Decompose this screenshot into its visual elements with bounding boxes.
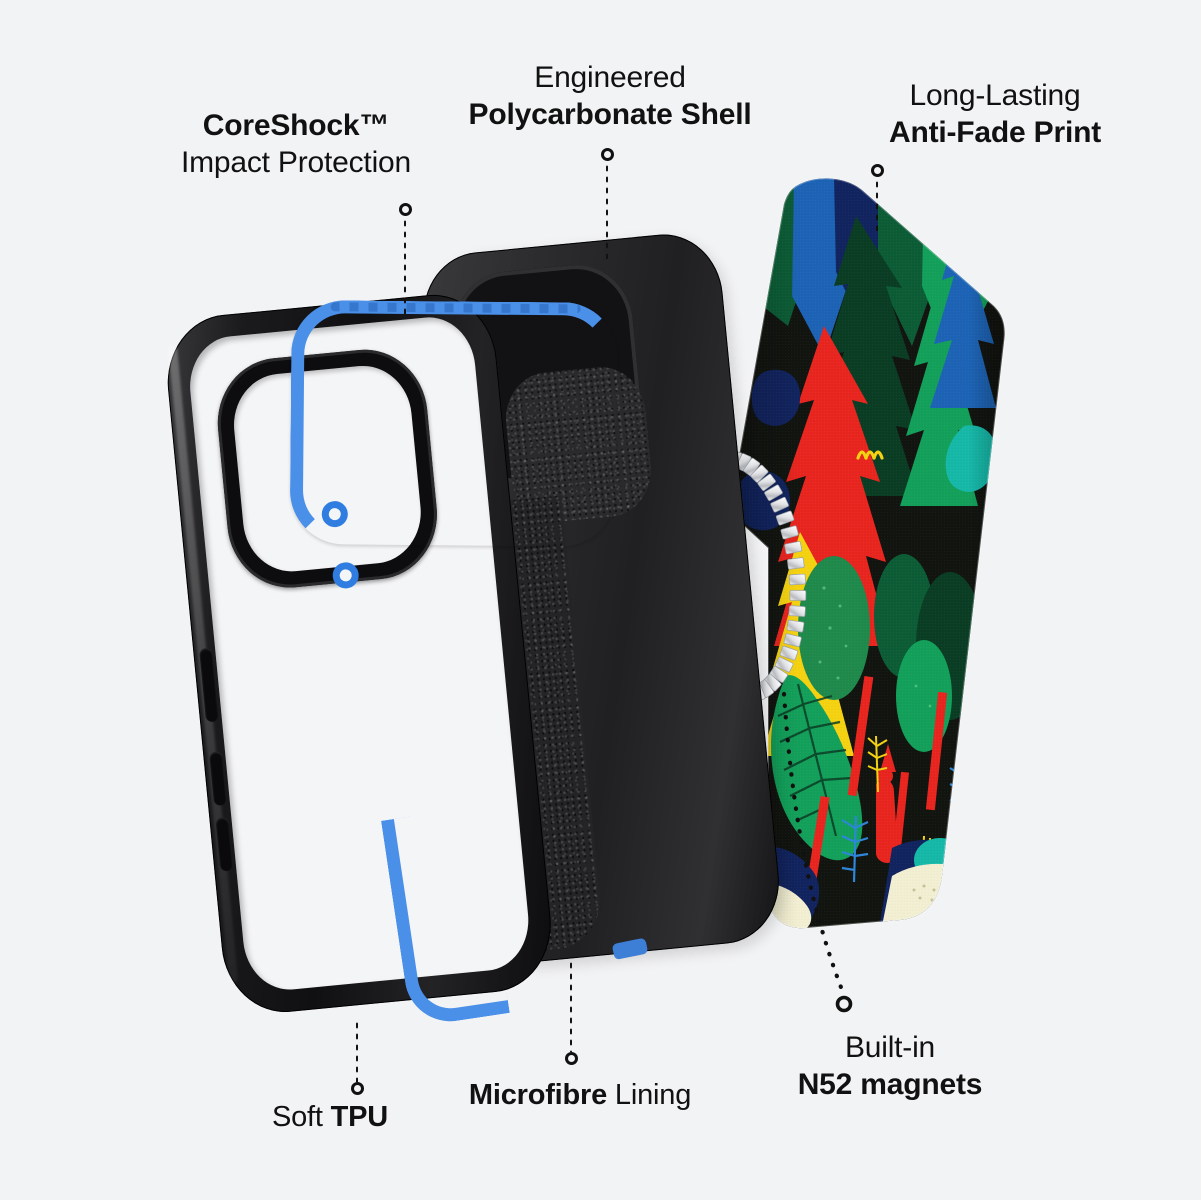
label-tpu-prefix: Soft	[271, 1101, 331, 1133]
magnet-segment	[783, 633, 802, 647]
magnet-segment	[750, 464, 769, 483]
label-microfibre-suffix: Lining	[607, 1079, 692, 1111]
leader-dot-tpu	[351, 1082, 364, 1095]
label-n52-title: N52 magnets	[797, 1067, 983, 1101]
leader-dot-polycarbonate	[601, 148, 614, 161]
magnet-segment	[775, 510, 795, 526]
label-antifade-sub: Long-Lasting	[909, 79, 1081, 112]
magnet-segment	[787, 557, 805, 570]
leader-dot-coreshock	[399, 203, 412, 216]
label-coreshock-title: CoreShock™	[202, 109, 390, 142]
label-n52: Built-in N52 magnets	[750, 1030, 1030, 1103]
magnet-segment	[757, 473, 776, 491]
magnet-segment	[764, 484, 783, 501]
magnet-segment	[784, 541, 803, 555]
magnet-segment	[779, 645, 799, 661]
label-n52-sub: Built-in	[844, 1031, 936, 1064]
label-tpu-term: TPU	[330, 1101, 389, 1133]
magnet-segment	[789, 590, 807, 601]
magnet-segment	[770, 496, 789, 513]
label-coreshock-sub: Impact Protection	[180, 145, 412, 179]
label-tpu-line: Soft TPU	[210, 1100, 450, 1135]
tpu-bumper-layer	[161, 283, 630, 1058]
magnet-segment	[788, 605, 806, 617]
label-antifade: Long-Lasting Anti-Fade Print	[850, 78, 1140, 151]
label-coreshock: CoreShock™ Impact Protection	[146, 108, 446, 181]
label-microfibre-line: Microfibre Lining	[420, 1078, 740, 1113]
leader-dot-microfibre	[565, 1052, 578, 1065]
label-microfibre-term: Microfibre	[468, 1079, 608, 1111]
magnet-segment	[786, 619, 805, 633]
label-microfibre: Microfibre Lining	[420, 1078, 740, 1113]
label-polycarbonate: Engineered Polycarbonate Shell	[430, 60, 790, 133]
label-tpu: Soft TPU	[210, 1100, 450, 1135]
leader-dot-n52	[835, 995, 853, 1013]
label-antifade-title: Anti-Fade Print	[889, 115, 1101, 149]
magnet-segment	[780, 525, 799, 540]
magnet-segment	[774, 656, 794, 673]
label-polycarbonate-sub: Engineered	[534, 61, 686, 94]
magnet-segment	[788, 573, 806, 586]
label-polycarbonate-title: Polycarbonate Shell	[468, 97, 752, 131]
